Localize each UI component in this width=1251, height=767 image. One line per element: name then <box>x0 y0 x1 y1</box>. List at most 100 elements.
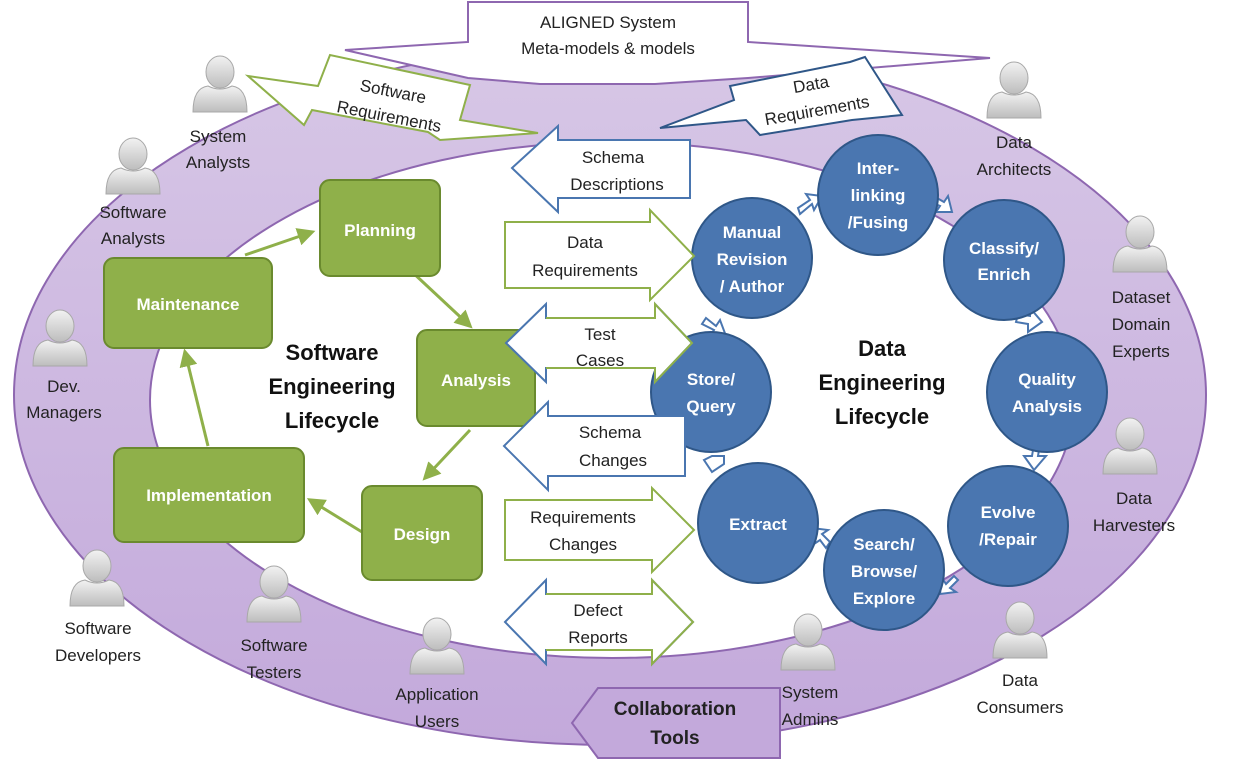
actor-software-developers: Software Developers <box>55 549 141 665</box>
aligned-system-arrow: ALIGNED System Meta-models & models <box>344 1 991 85</box>
actor-software-testers: Software Testers <box>240 565 308 682</box>
schema-descriptions-line2: Descriptions <box>570 175 664 194</box>
defect-reports-line1: Defect <box>573 601 622 620</box>
application-users-line1: Application <box>395 685 478 704</box>
actor-dev-managers: Dev. Managers <box>26 309 102 422</box>
manual-line3: / Author <box>720 277 785 296</box>
data-title-line1: Data <box>858 336 906 361</box>
exchange-schema-changes: Schema Changes <box>502 399 686 493</box>
stage-interlinking: Inter- linking /Fusing <box>817 134 939 256</box>
schema-descriptions-line1: Schema <box>582 148 645 167</box>
store-line2: Query <box>686 397 736 416</box>
data-architects-line1: Data <box>996 133 1032 152</box>
software-analysts-line2: Analysts <box>101 229 165 248</box>
manual-line1: Manual <box>723 223 782 242</box>
interlinking-line1: Inter- <box>857 159 900 178</box>
data-consumers-line1: Data <box>1002 671 1038 690</box>
stage-classify: Classify/ Enrich <box>943 199 1065 321</box>
software-developers-line1: Software <box>64 619 131 638</box>
actor-data-architects: Data Architects <box>977 61 1052 179</box>
planning-label: Planning <box>344 221 416 240</box>
software-requirements-arrow: Software Requirements <box>244 53 539 142</box>
maintenance-label: Maintenance <box>137 295 240 314</box>
search-line1: Search/ <box>853 535 915 554</box>
stage-search: Search/ Browse/ Explore <box>823 509 945 631</box>
stage-manual: Manual Revision / Author <box>691 197 813 319</box>
dataset-domain-experts-line1: Dataset <box>1112 288 1171 307</box>
stage-design: Design <box>361 485 483 581</box>
implementation-label: Implementation <box>146 486 272 505</box>
stage-quality: Quality Analysis <box>986 331 1108 453</box>
requirements-changes-line1: Requirements <box>530 508 636 527</box>
classify-line1: Classify/ <box>969 239 1039 258</box>
person-icon <box>105 137 161 195</box>
search-line2: Browse/ <box>851 562 917 581</box>
aligned-line1: ALIGNED System <box>540 13 676 32</box>
exchange-defect-reports: Defect Reports <box>503 577 695 667</box>
exchange-requirements-changes: Requirements Changes <box>504 485 696 575</box>
data-title-line2: Engineering <box>818 370 945 395</box>
software-analysts-line1: Software <box>99 203 166 222</box>
exchange-data-requirements-line2: Requirements <box>532 261 638 280</box>
software-lifecycle-flow <box>179 228 473 534</box>
actor-data-consumers: Data Consumers <box>977 601 1063 717</box>
aligned-line2: Meta-models & models <box>521 39 695 58</box>
stage-implementation: Implementation <box>113 447 305 543</box>
schema-changes-line1: Schema <box>579 423 642 442</box>
actor-software-analysts: Software Analysts <box>99 137 167 248</box>
data-lifecycle-title: Data Engineering Lifecycle <box>818 336 945 429</box>
test-cases-line2: Cases <box>576 351 624 370</box>
software-lifecycle-title: Software Engineering Lifecycle <box>268 340 395 433</box>
exchange-test-cases: Test Cases <box>504 301 694 385</box>
software-title-line2: Engineering <box>268 374 395 399</box>
stage-evolve: Evolve /Repair <box>947 465 1069 587</box>
software-title-line1: Software <box>286 340 379 365</box>
system-admins-line2: Admins <box>782 710 839 729</box>
exchange-schema-descriptions: Schema Descriptions <box>510 123 691 215</box>
extract-line1: Extract <box>729 515 787 534</box>
schema-changes-line2: Changes <box>579 451 647 470</box>
data-harvesters-line1: Data <box>1116 489 1152 508</box>
actor-system-admins: System Admins <box>780 613 839 729</box>
actor-application-users: Application Users <box>395 617 479 731</box>
interlinking-line3: /Fusing <box>848 213 908 232</box>
dev-managers-line1: Dev. <box>47 377 81 396</box>
person-icon <box>986 61 1042 119</box>
analysis-label: Analysis <box>441 371 511 390</box>
person-icon <box>192 55 248 113</box>
software-developers-line2: Developers <box>55 646 141 665</box>
dataset-domain-experts-line3: Experts <box>1112 342 1170 361</box>
collaboration-tools-line2: Tools <box>650 728 699 749</box>
store-line1: Store/ <box>687 370 735 389</box>
evolve-line1: Evolve <box>981 503 1036 522</box>
requirements-changes-line2: Changes <box>549 535 617 554</box>
actor-data-harvesters: Data Harvesters <box>1093 417 1175 535</box>
exchange-data-requirements-line1: Data <box>567 233 603 252</box>
data-harvesters-line2: Harvesters <box>1093 516 1175 535</box>
stage-analysis: Analysis <box>416 329 536 427</box>
system-analysts-line1: System <box>190 127 247 146</box>
collaboration-tools-line1: Collaboration <box>614 699 736 720</box>
system-analysts-line2: Analysts <box>186 153 250 172</box>
design-label: Design <box>394 525 451 544</box>
interlinking-line2: linking <box>851 186 906 205</box>
evolve-line2: /Repair <box>979 530 1037 549</box>
data-title-line3: Lifecycle <box>835 404 929 429</box>
stage-planning: Planning <box>319 179 441 277</box>
software-title-line3: Lifecycle <box>285 408 379 433</box>
search-line3: Explore <box>853 589 915 608</box>
stage-extract: Extract <box>697 462 819 584</box>
quality-line2: Analysis <box>1012 397 1082 416</box>
stage-maintenance: Maintenance <box>103 257 273 349</box>
dev-managers-line2: Managers <box>26 403 102 422</box>
collaboration-tools-arrow: Collaboration Tools <box>570 687 781 759</box>
data-architects-line2: Architects <box>977 160 1052 179</box>
software-testers-line2: Testers <box>247 663 302 682</box>
classify-line2: Enrich <box>978 265 1031 284</box>
dataset-domain-experts-line2: Domain <box>1112 315 1171 334</box>
manual-line2: Revision <box>717 250 788 269</box>
actor-system-analysts: System Analysts <box>186 55 250 172</box>
actor-dataset-domain-experts: Dataset Domain Experts <box>1112 215 1171 361</box>
